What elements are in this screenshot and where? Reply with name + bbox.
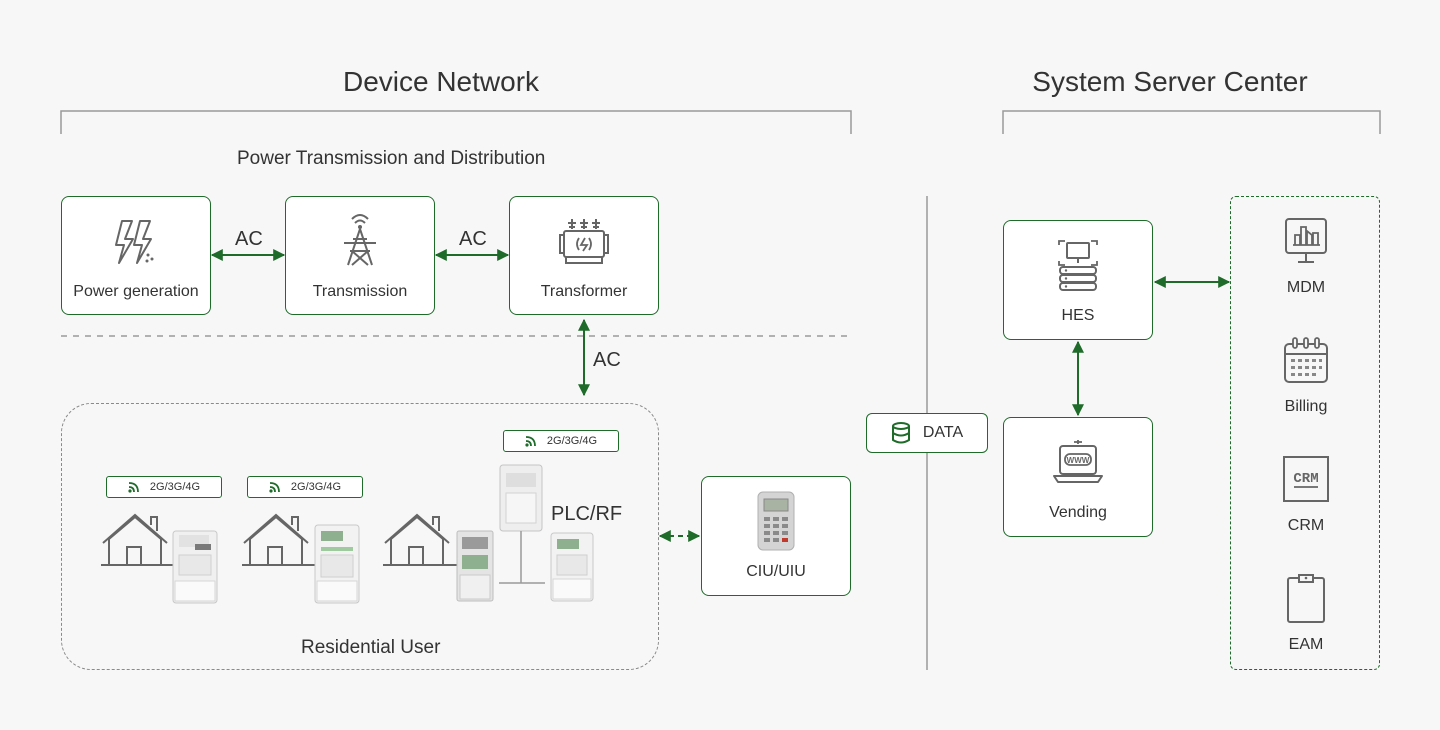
device-network-title: Device Network — [342, 66, 540, 97]
signal-icon — [525, 435, 539, 447]
mdm-label: MDM — [1286, 279, 1326, 296]
crm-item[interactable]: CRM CRM — [1231, 455, 1381, 535]
house-icon — [101, 513, 175, 566]
ac-label-3: AC — [593, 349, 621, 371]
network-badge-2: 2G/3G/4G — [247, 476, 363, 498]
calendar-icon — [1231, 336, 1381, 384]
crm-label: CRM — [1287, 517, 1325, 534]
residential-user-region — [61, 403, 659, 670]
transformer-icon — [558, 215, 610, 267]
meter-icon — [314, 524, 360, 604]
power-generation-label: Power generation — [73, 283, 199, 300]
power-subtitle: Power Transmission and Distribution — [237, 148, 546, 169]
svg-text:CRM: CRM — [1293, 471, 1318, 487]
billing-label: Billing — [1284, 398, 1328, 415]
mdm-item[interactable]: MDM — [1231, 217, 1381, 297]
server-systems-panel: MDM Billing CRM — [1230, 196, 1380, 670]
transformer-node[interactable]: Transformer — [509, 196, 659, 315]
eam-label: EAM — [1288, 636, 1324, 653]
meter-icon — [456, 530, 494, 602]
house-icon — [383, 513, 457, 566]
residential-user-label: Residential User — [301, 637, 441, 658]
data-pill: DATA — [866, 413, 988, 453]
hes-node[interactable]: HES — [1003, 220, 1153, 340]
meter-icon — [550, 532, 594, 602]
hes-label: HES — [1061, 307, 1095, 324]
signal-icon — [128, 481, 142, 493]
vending-node[interactable]: WWW Vending — [1003, 417, 1153, 537]
chart-monitor-icon — [1231, 217, 1381, 265]
transmission-tower-icon — [338, 209, 382, 267]
residential-illustration — [101, 464, 594, 604]
ciu-uiu-label: CIU/UIU — [746, 563, 806, 580]
ac-label-2: AC — [459, 228, 487, 250]
crm-icon: CRM — [1231, 455, 1381, 503]
network-badge-label: 2G/3G/4G — [546, 435, 598, 447]
www-laptop-icon: WWW — [1052, 438, 1104, 486]
svg-text:WWW: WWW — [1067, 456, 1090, 465]
power-generation-node[interactable]: Power generation — [61, 196, 211, 315]
keypad-device-icon — [757, 491, 795, 551]
data-label: DATA — [922, 424, 964, 441]
transmission-node[interactable]: Transmission — [285, 196, 435, 315]
network-badge-3: 2G/3G/4G — [503, 430, 619, 452]
transmission-label: Transmission — [312, 283, 408, 300]
lightning-icon — [112, 217, 160, 267]
database-icon — [891, 422, 911, 444]
ac-label-1: AC — [235, 228, 263, 250]
vending-label: Vending — [1049, 504, 1107, 521]
network-badge-label: 2G/3G/4G — [149, 481, 201, 493]
signal-icon — [269, 481, 283, 493]
network-badge-1: 2G/3G/4G — [106, 476, 222, 498]
plc-rf-label: PLC/RF — [551, 503, 623, 525]
system-server-center-title: System Server Center — [1032, 66, 1308, 97]
eam-item[interactable]: EAM — [1231, 572, 1381, 654]
network-badge-label: 2G/3G/4G — [290, 481, 342, 493]
meter-icon — [172, 530, 218, 604]
ciu-uiu-node[interactable]: CIU/UIU — [701, 476, 851, 596]
transformer-label: Transformer — [540, 283, 628, 300]
server-monitor-icon — [1055, 239, 1101, 291]
clipboard-icon — [1231, 572, 1381, 624]
meter-icon — [499, 464, 543, 532]
house-icon — [242, 513, 316, 566]
billing-item[interactable]: Billing — [1231, 336, 1381, 416]
